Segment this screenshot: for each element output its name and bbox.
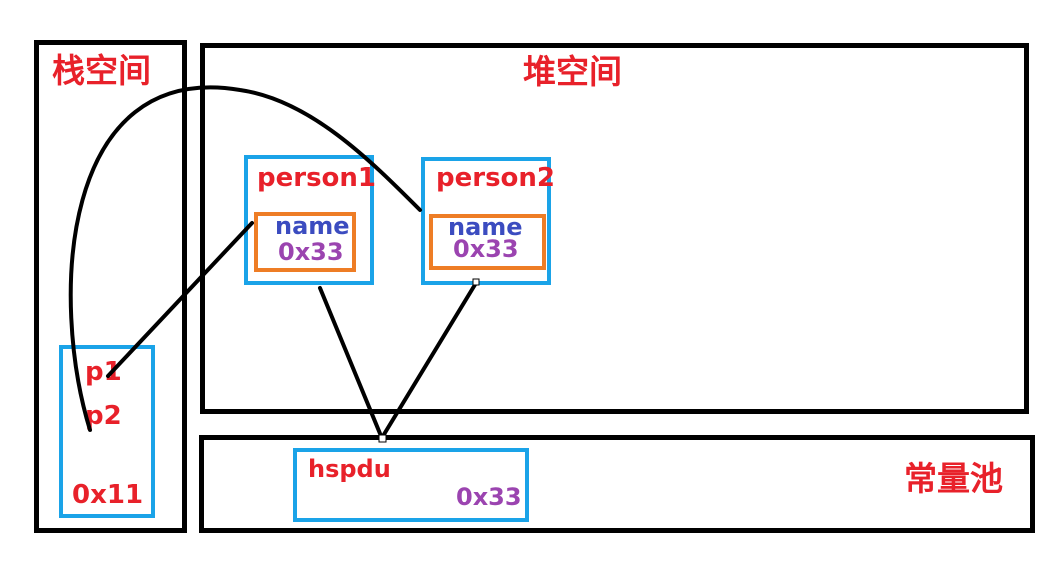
- stack-address: 0x11: [72, 480, 144, 510]
- string-constant-address: 0x33: [456, 483, 522, 511]
- string-constant-value: hspdu: [308, 455, 391, 483]
- person1-field-name: name: [275, 212, 350, 240]
- p1-variable: p1: [85, 357, 122, 387]
- person1-field-value: 0x33: [278, 238, 344, 266]
- heap-title: 堆空间: [523, 52, 622, 91]
- person2-field-value: 0x33: [453, 235, 519, 263]
- person2-name-field: [429, 214, 546, 270]
- p2-variable: p2: [85, 401, 122, 431]
- constant-pool-title: 常量池: [904, 459, 1003, 498]
- person1-title: person1: [257, 163, 377, 193]
- stack-title: 栈空间: [52, 51, 151, 90]
- person2-title: person2: [436, 163, 556, 193]
- constant-pool-region: [199, 435, 1035, 533]
- string-constant-box: [293, 448, 529, 522]
- person2-field-name: name: [448, 213, 523, 241]
